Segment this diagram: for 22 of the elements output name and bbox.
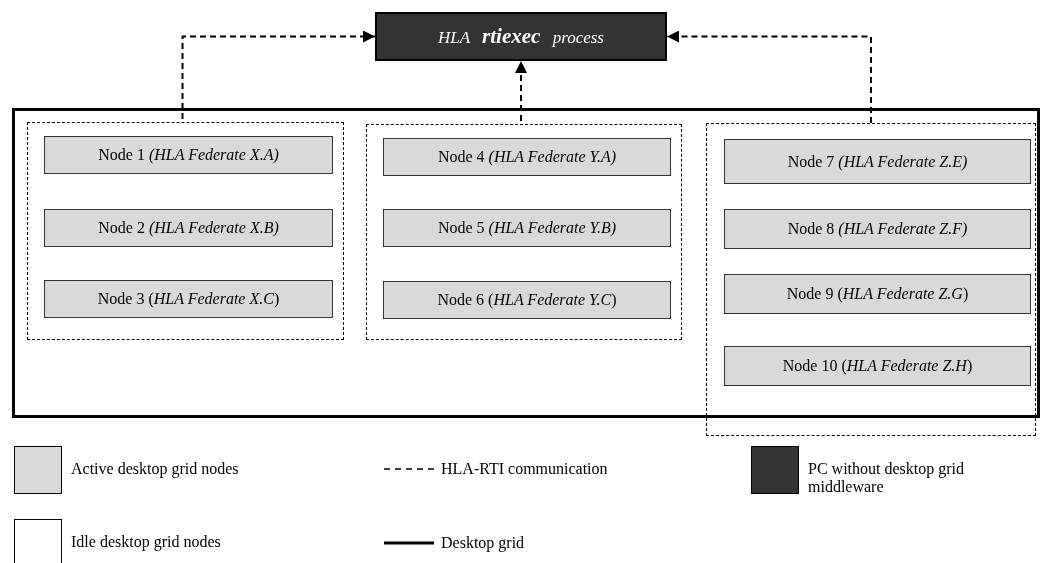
dashed-group-frame xyxy=(706,123,1036,436)
node-box: Node 3 (HLA Federate X.C) xyxy=(44,280,333,318)
node-box: Node 5 (HLA Federate Y.B) xyxy=(383,209,671,247)
dashed-arrow xyxy=(515,60,527,122)
node-box: Node 1 (HLA Federate X.A) xyxy=(44,136,333,174)
node-box: Node 8 (HLA Federate Z.F) xyxy=(724,209,1031,249)
node-box: Node 4 (HLA Federate Y.A) xyxy=(383,138,671,176)
process-box: HLA rtiexec process xyxy=(375,12,667,61)
legend-label: HLA-RTI communication xyxy=(441,460,609,478)
node-box: Node 2 (HLA Federate X.B) xyxy=(44,209,333,247)
node-box: Node 7 (HLA Federate Z.E) xyxy=(724,139,1031,184)
node-box: Node 6 (HLA Federate Y.C) xyxy=(383,281,671,319)
dashed-group-frame xyxy=(27,122,344,340)
node-box: Node 9 (HLA Federate Z.G) xyxy=(724,274,1031,314)
dashed-arrow xyxy=(181,30,376,120)
dashed-arrow xyxy=(666,30,872,124)
dashed-group-frame xyxy=(366,124,682,340)
legend-label: PC without desktop grid middleware xyxy=(808,460,965,496)
legend-label: Desktop grid xyxy=(441,534,526,552)
legend-label: Active desktop grid nodes xyxy=(71,460,240,478)
legend-label: Idle desktop grid nodes xyxy=(71,533,222,551)
node-box: Node 10 (HLA Federate Z.H) xyxy=(724,346,1031,386)
